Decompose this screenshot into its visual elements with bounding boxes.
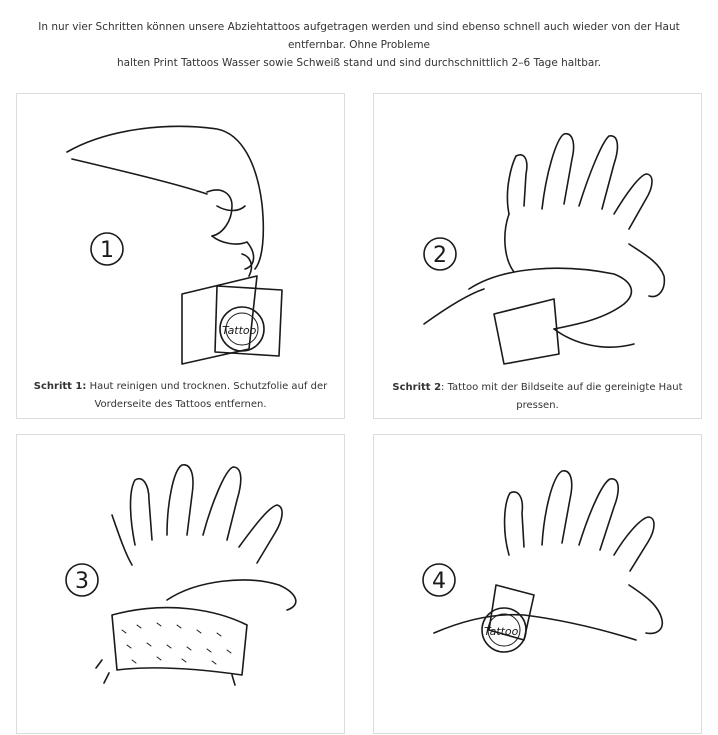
- intro-text: In nur vier Schritten können unsere Abzi…: [10, 18, 708, 72]
- step-1-card: Tattoo 1 Schritt 1: Haut reinigen und tr…: [16, 93, 345, 419]
- step-2-title: Schritt 2: [392, 382, 442, 393]
- step-2-card: 2 Schritt 2: Tattoo mit der Bildseite au…: [373, 93, 702, 419]
- intro-line-1: In nur vier Schritten können unsere Abzi…: [38, 21, 680, 51]
- step-3-illustration: [95, 464, 297, 686]
- step-1-text: Haut reinigen und trocknen. Schutzfolie …: [86, 381, 328, 410]
- intro-line-2: halten Print Tattoos Wasser sowie Schwei…: [116, 57, 602, 69]
- step-1-title: Schritt 1:: [33, 381, 87, 392]
- step-4-illustration: Tattoo: [433, 470, 664, 653]
- step-2-caption: Schritt 2: Tattoo mit der Bildseite auf …: [382, 379, 693, 415]
- step-4-card: Tattoo 4: [373, 434, 702, 734]
- step-3-card: 3: [16, 434, 345, 734]
- svg-text:Tattoo: Tattoo: [222, 324, 257, 337]
- step-1-caption: Schritt 1: Haut reinigen und trocknen. S…: [25, 378, 336, 414]
- step-1-illustration: Tattoo: [66, 125, 283, 365]
- step-2-text: : Tattoo mit der Bildseite auf die gerei…: [441, 382, 683, 411]
- svg-text:Tattoo: Tattoo: [484, 625, 519, 638]
- step-2-illustration: [423, 133, 666, 365]
